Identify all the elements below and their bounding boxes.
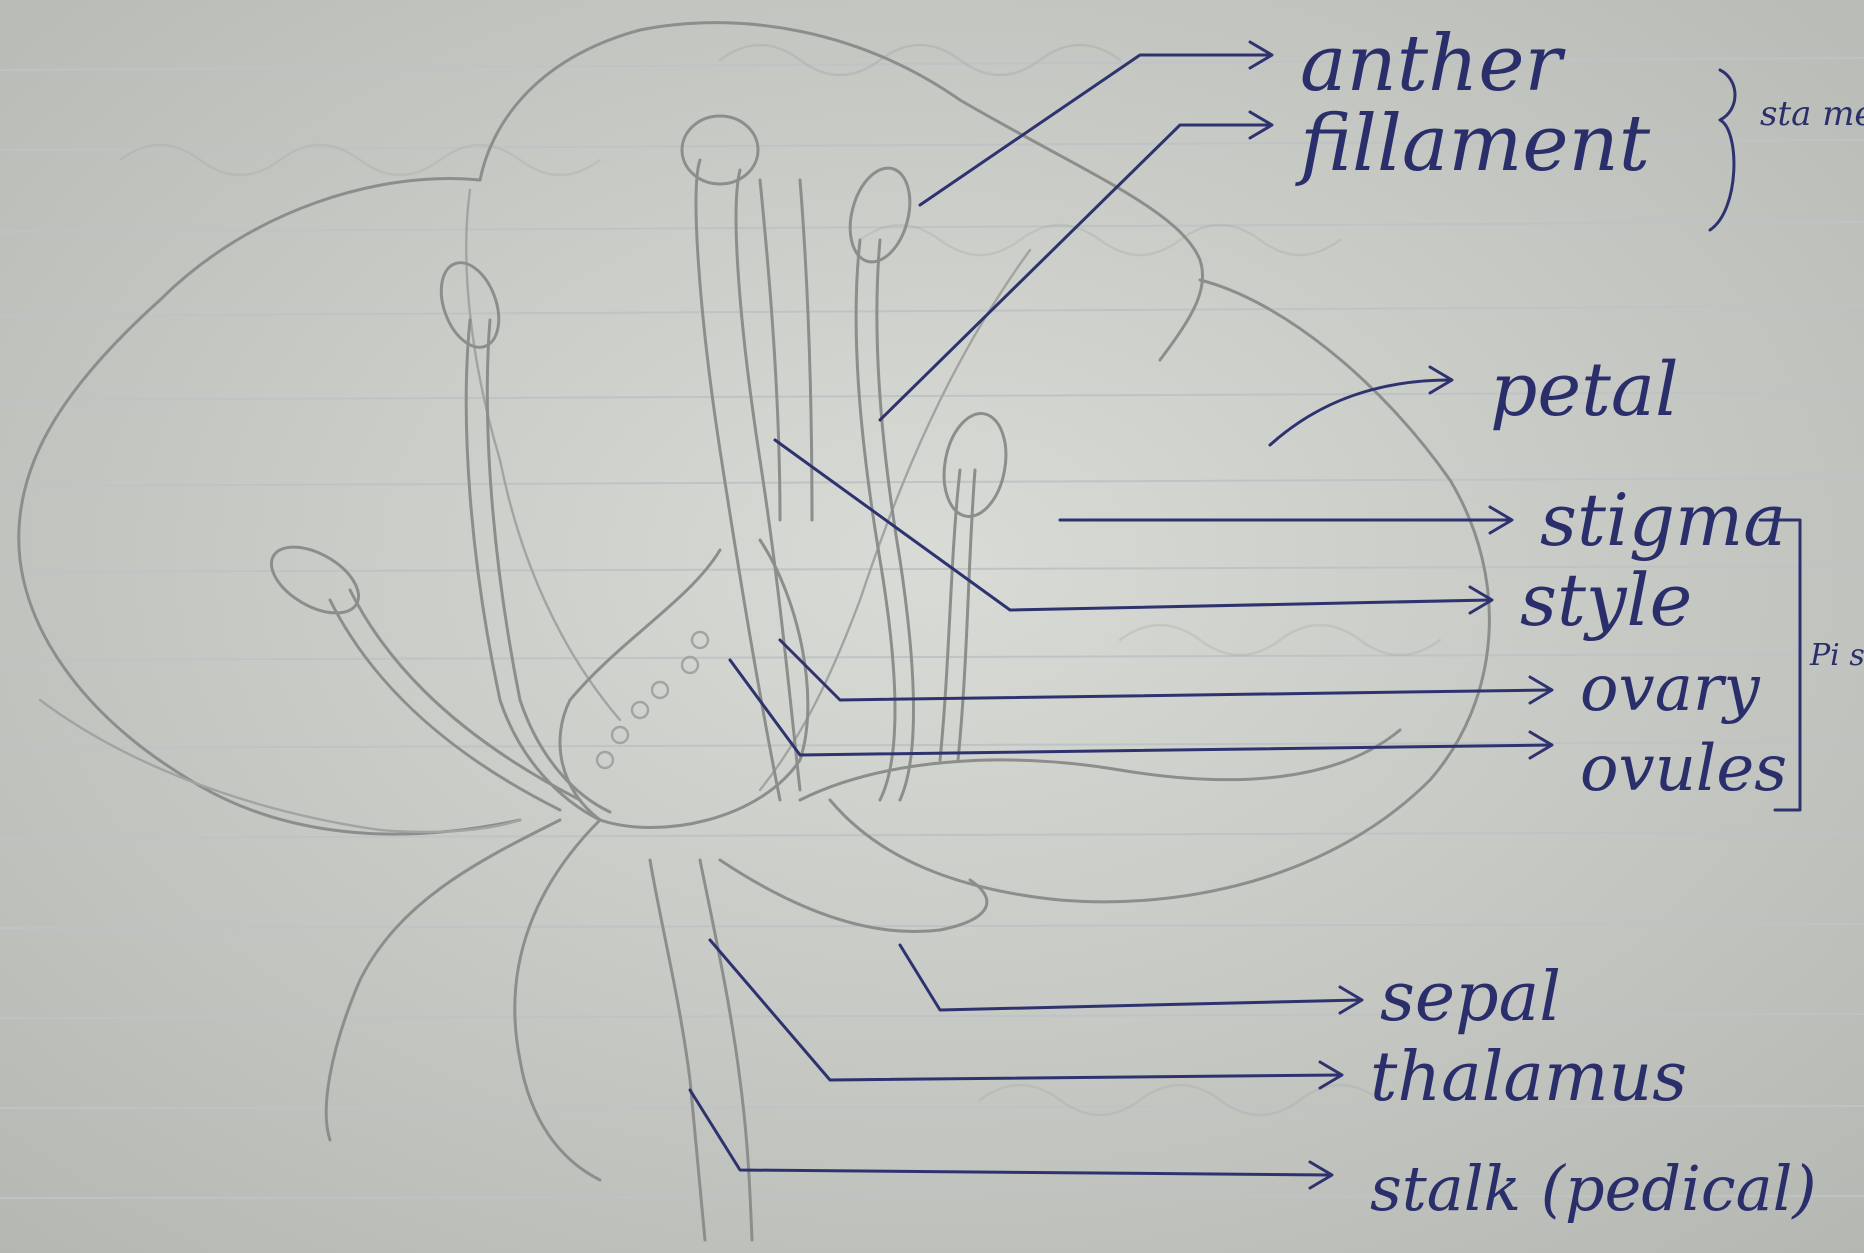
label-petal: petal (1490, 347, 1679, 433)
label-ovules: ovules (1580, 732, 1787, 806)
label-stigma: stigma (1540, 478, 1786, 562)
label-ovary: ovary (1580, 652, 1760, 726)
label-anther: anther (1300, 19, 1566, 109)
label-style: style (1520, 558, 1692, 642)
label-stamen-group: sta men (1760, 94, 1864, 134)
label-stalk: stalk (pedical) (1370, 1152, 1817, 1225)
label-sepal: sepal (1380, 958, 1561, 1037)
label-pistil-group: Pi sti (1809, 638, 1864, 673)
label-filament: fillament (1295, 99, 1651, 189)
label-thalamus: thalamus (1370, 1038, 1687, 1117)
